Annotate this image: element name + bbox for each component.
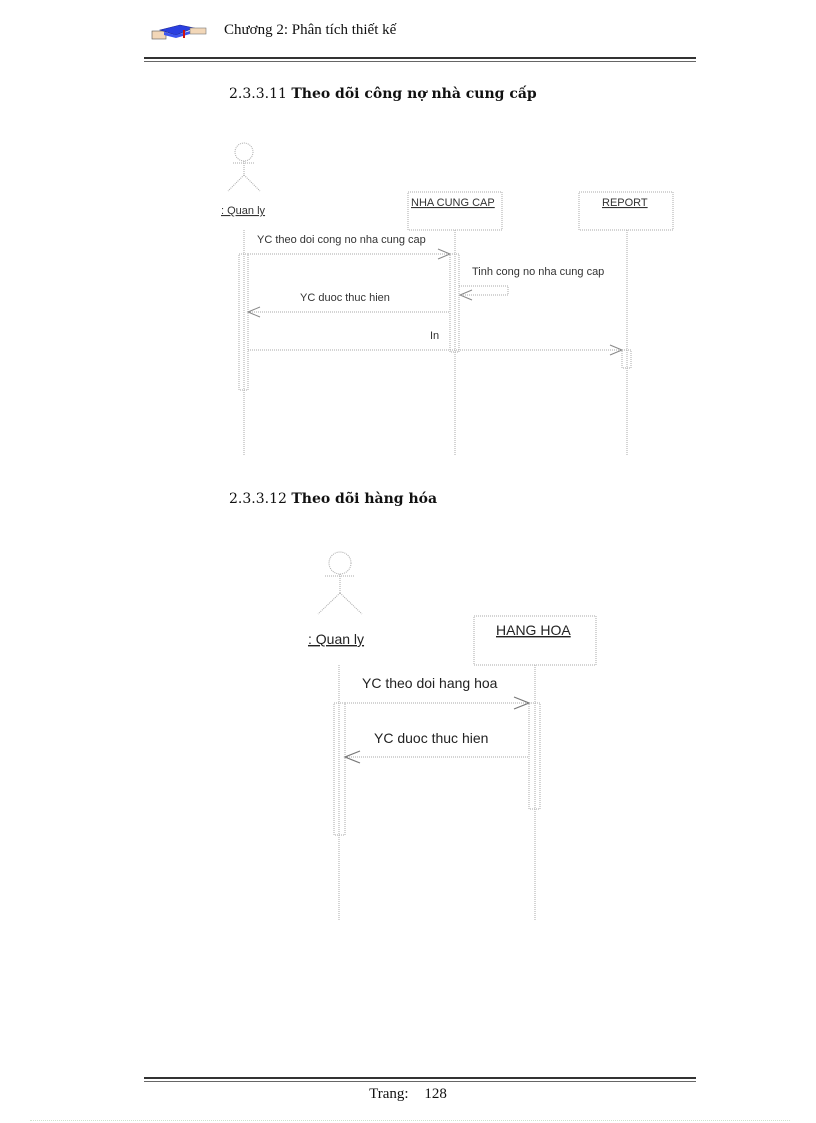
section-title: Theo dõi công nợ nhà cung cấp: [291, 86, 537, 102]
message-label: YC theo doi cong no nha cung cap: [257, 234, 426, 246]
section-heading: 2.3.3.11 Theo dõi công nợ nhà cung cấp: [229, 86, 537, 102]
section-number: 2.3.3.12: [229, 491, 287, 507]
message-label: Tinh cong no nha cung cap: [472, 266, 604, 278]
message-label: YC duoc thuc hien: [374, 730, 488, 746]
footer-divider-thin: [144, 1081, 696, 1082]
header-divider: [144, 57, 696, 59]
header-logo: [150, 22, 208, 42]
page-label: Trang:: [369, 1086, 409, 1102]
page-footer: Trang: 128: [0, 1086, 816, 1103]
message-label: In: [430, 330, 439, 342]
page-number: 128: [424, 1086, 447, 1102]
object-label: REPORT: [602, 197, 648, 209]
actor-label: : Quan ly: [221, 205, 266, 217]
header-divider-thin: [144, 61, 696, 62]
section-heading: 2.3.3.12 Theo dõi hàng hóa: [229, 491, 437, 507]
chapter-title: Chương 2: Phân tích thiết kế: [224, 22, 397, 38]
footer-divider: [144, 1077, 696, 1079]
graduation-cap-hand-icon: [151, 24, 207, 40]
sequence-diagram-supplier-debt: : Quan ly NHA CUNG CAP REPORT YC theo do…: [221, 142, 674, 455]
section-title: Theo dõi hàng hóa: [291, 491, 438, 507]
actor-label: : Quan ly: [308, 631, 364, 647]
section-number: 2.3.3.11: [229, 86, 287, 102]
sequence-diagram-goods: : Quan ly HANG HOA YC theo doi hang hoa …: [308, 551, 597, 920]
page-bottom-border: [30, 1120, 790, 1121]
object-label: NHA CUNG CAP: [411, 197, 495, 209]
message-label: YC duoc thuc hien: [300, 292, 390, 304]
message-label: YC theo doi hang hoa: [362, 675, 498, 691]
object-label: HANG HOA: [496, 622, 571, 638]
